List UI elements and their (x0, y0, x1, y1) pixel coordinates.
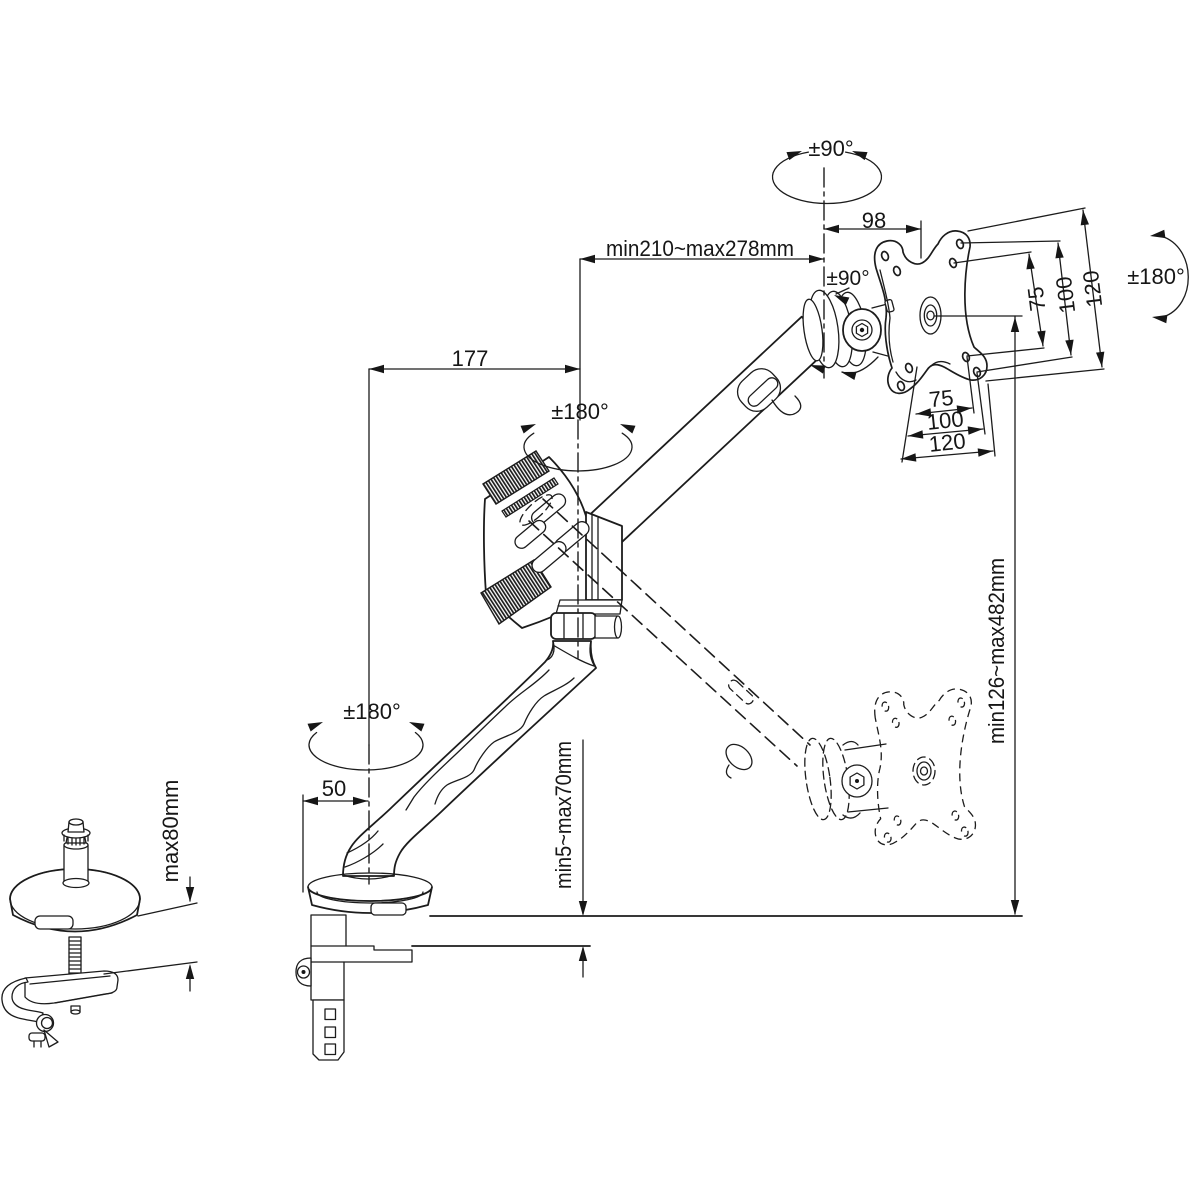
svg-text:98: 98 (862, 208, 886, 233)
svg-text:177: 177 (452, 346, 489, 371)
svg-text:±90°: ±90° (826, 267, 869, 290)
svg-text:±90°: ±90° (808, 136, 853, 161)
svg-text:max80mm: max80mm (158, 780, 183, 883)
svg-text:min126~max482mm: min126~max482mm (984, 558, 1009, 744)
svg-text:120: 120 (1078, 269, 1107, 308)
svg-text:min5~max70mm: min5~max70mm (551, 741, 576, 889)
svg-text:±180°: ±180° (343, 699, 401, 724)
svg-text:75: 75 (928, 385, 955, 412)
svg-text:100: 100 (926, 406, 965, 435)
svg-text:50: 50 (322, 776, 346, 801)
svg-text:120: 120 (928, 428, 967, 457)
svg-text:min210~max278mm: min210~max278mm (606, 236, 794, 261)
svg-text:±180°: ±180° (551, 399, 609, 424)
svg-text:100: 100 (1051, 275, 1080, 314)
svg-text:±180°: ±180° (1127, 264, 1185, 289)
svg-text:75: 75 (1023, 285, 1051, 312)
